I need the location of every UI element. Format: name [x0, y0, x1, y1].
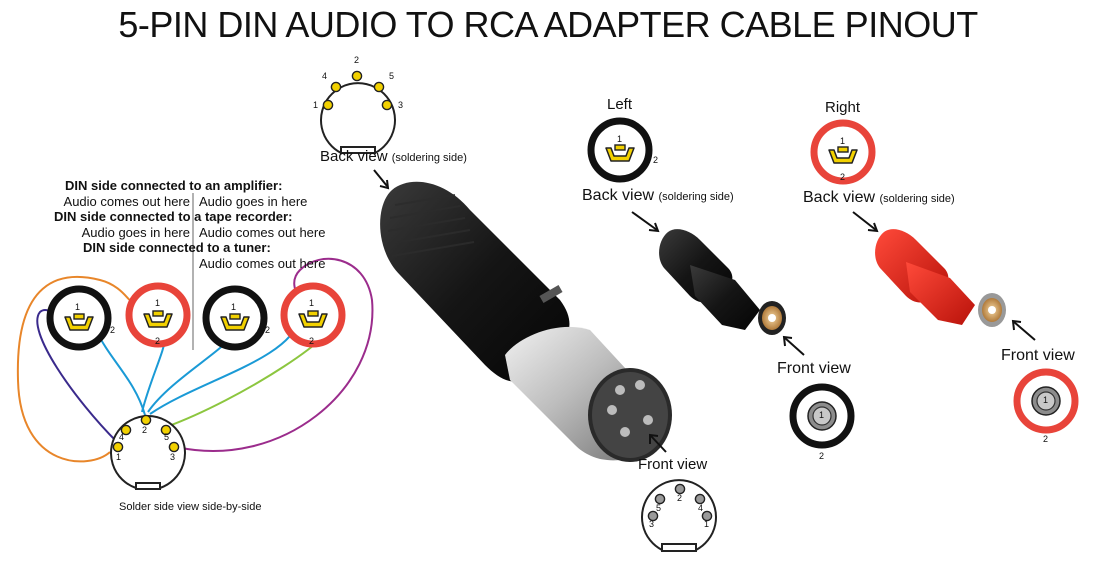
rca-right-front-pin2: 2 — [1043, 434, 1049, 444]
din-front-view-label: Front view — [638, 456, 708, 473]
din-back-pin-label-2: 2 — [354, 55, 360, 65]
legend-amp-right: Audio goes in here — [199, 194, 308, 209]
rca-left-back-view-note: (soldering side) — [658, 191, 734, 203]
legend-tape-heading: DIN side connected to a tape recorder: — [54, 209, 293, 224]
rca-left-front-view-label: Front view — [777, 360, 851, 377]
page-title: 5-PIN DIN AUDIO TO RCA ADAPTER CABLE PIN… — [118, 4, 978, 45]
din-front-pin-label-5: 5 — [656, 503, 662, 513]
legend-rca-r2-pin2: 2 — [309, 336, 315, 346]
legend-tape-right: Audio comes out here — [199, 225, 326, 240]
din-back-view-socket — [320, 70, 396, 155]
solder-pin-3 — [168, 441, 180, 453]
legend-amp-left: Audio comes out here — [63, 194, 190, 209]
din-front-view-socket — [641, 479, 717, 552]
rca-right-label: Right — [825, 99, 861, 116]
solder-pin-label-5: 5 — [164, 432, 170, 442]
legend-rca-l2-pin1: 1 — [231, 302, 237, 312]
legend-rca-r1-pin1: 1 — [155, 298, 161, 308]
rca-right-front-pin1: 1 — [1043, 395, 1049, 405]
legend-rca-left-2 — [202, 285, 268, 351]
din-back-view-label: Back view (soldering side) — [320, 148, 467, 165]
din-back-pin-label-1: 1 — [313, 100, 319, 110]
wiring — [16, 257, 374, 463]
rca-left-front-pin2: 2 — [819, 451, 825, 461]
legend-rca-l2-pin2: 2 — [265, 325, 271, 335]
legend-tuner-right: Audio comes out here — [199, 256, 326, 271]
callout-arrows — [373, 169, 1036, 453]
rca-right-back-pin2: 2 — [840, 172, 846, 182]
solder-pin-2 — [140, 414, 152, 426]
solder-pin-label-1: 1 — [116, 452, 122, 462]
rca-left-back-view — [587, 117, 653, 183]
rca-left-back-view-title: Back view — [582, 187, 655, 204]
din-back-view-note: (soldering side) — [391, 152, 467, 164]
rca-left-front-view — [789, 383, 855, 449]
rca-left-plug-illustration — [659, 229, 786, 335]
rca-left-back-pin1: 1 — [617, 134, 623, 144]
legend-tuner-heading: DIN side connected to a tuner: — [83, 240, 271, 255]
rca-right-plug-illustration — [875, 229, 1006, 327]
din-front-pin-label-2: 2 — [677, 493, 683, 503]
rca-right-back-view — [810, 119, 876, 185]
rca-right-front-view-label: Front view — [1001, 347, 1075, 364]
legend-rca-r2-pin1: 1 — [309, 298, 315, 308]
din-plug-illustration — [380, 181, 672, 462]
legend-amp-heading: DIN side connected to an amplifier: — [65, 178, 283, 193]
rca-left-label: Left — [607, 96, 633, 113]
din-front-pin-label-1: 1 — [704, 519, 710, 529]
rca-right-back-view-label: Back view (soldering side) — [803, 189, 955, 207]
legend-tape-left: Audio goes in here — [81, 225, 190, 240]
rca-right-back-view-note: (soldering side) — [879, 193, 955, 205]
din-back-pin-label-5: 5 — [389, 71, 395, 81]
solder-pin-1 — [112, 441, 124, 453]
din-back-pin-5 — [373, 81, 385, 93]
legend-rca-right-1 — [125, 282, 191, 348]
legend-rca-right-2 — [280, 282, 346, 348]
din-back-pin-4 — [330, 81, 342, 93]
din-front-pin-label-3: 3 — [649, 519, 655, 529]
legend-rca-r1-pin2: 2 — [155, 336, 161, 346]
rca-left-front-pin1: 1 — [819, 410, 825, 420]
solder-pin-label-3: 3 — [170, 452, 176, 462]
legend-rca-l1-pin1: 1 — [75, 302, 81, 312]
din-back-pin-label-4: 4 — [322, 71, 328, 81]
din-back-pin-1 — [322, 99, 334, 111]
rca-right-front-view — [1013, 368, 1079, 434]
solder-pin-label-2: 2 — [142, 425, 148, 435]
din-back-pin-label-3: 3 — [398, 100, 404, 110]
din-solder-side-view — [110, 414, 186, 490]
rca-right-back-view-title: Back view — [803, 189, 876, 206]
solder-caption: Solder side view side-by-side — [119, 501, 262, 513]
rca-left-back-view-label: Back view (soldering side) — [582, 187, 734, 205]
rca-left-back-pin2: 2 — [653, 155, 659, 165]
solder-pin-label-4: 4 — [119, 432, 125, 442]
din-back-pin-2 — [351, 70, 363, 82]
din-back-view-title: Back view — [320, 148, 388, 165]
din-back-pin-3 — [381, 99, 393, 111]
legend-rca-l1-pin2: 2 — [110, 325, 116, 335]
din-front-pin-label-4: 4 — [698, 503, 704, 513]
rca-right-back-pin1: 1 — [840, 136, 846, 146]
legend-rca-left-1 — [46, 285, 112, 351]
